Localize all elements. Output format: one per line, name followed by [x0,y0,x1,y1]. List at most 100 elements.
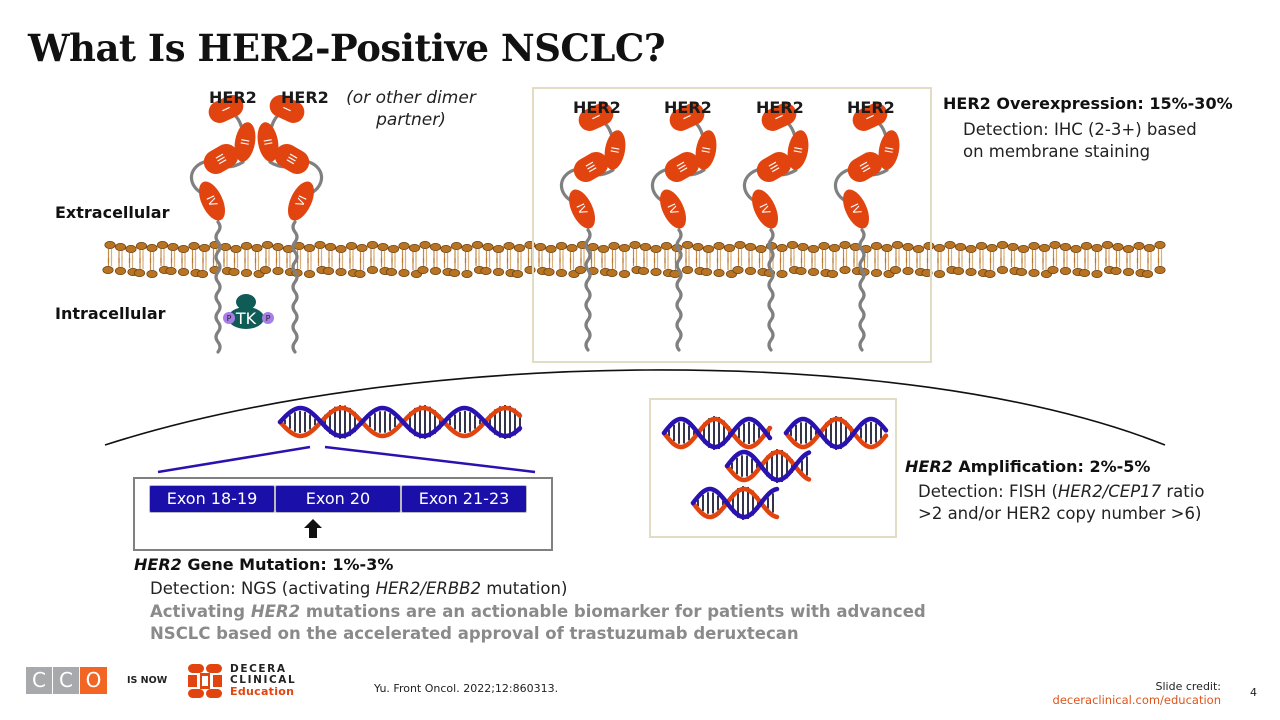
domain-pill [669,103,705,131]
overexpression-detection: Detection: IHC (2-3+) based on membrane … [963,119,1197,163]
mutation-note-gene: HER2 [250,602,301,621]
is-now-label: IS NOW [127,675,168,686]
extracellular-label: Extracellular [55,203,170,222]
lipid-head [385,268,398,276]
lipid-head [954,243,967,251]
lipid-head [933,270,946,278]
lipid-head [1028,242,1040,250]
decera-word-1: DECERA [230,663,287,675]
receptor-label-2: HER2 [664,98,712,117]
amplification-heading-gene: HER2 [905,457,953,476]
domain-III: III [664,152,700,182]
citation: Yu. Front Oncol. 2022;12:860313. [374,682,559,695]
receptor-label-4: HER2 [847,98,895,117]
transmembrane-tail [291,220,299,354]
lipid-head [146,244,158,252]
lipid-head [807,268,820,276]
lipid-head [471,241,484,249]
lipid-head [797,243,809,251]
domain-pill [756,152,792,182]
transmembrane-tail [767,228,775,352]
domain-pill [274,144,310,174]
mutation-note-line1: Activating HER2 mutations are an actiona… [150,601,926,623]
amplification-box [649,398,897,538]
lipid-head [251,244,263,252]
cco-logo: C C O [26,667,107,694]
lipid-head [650,245,662,253]
lipid-head [870,242,883,250]
lipid-head [839,241,851,249]
dna-helix [277,405,523,439]
lipid-head [952,267,965,275]
slide-credit-link[interactable]: deceraclinical.com/education [1052,693,1221,707]
lipid-head [755,245,767,253]
domain-pill [203,144,239,174]
lipid-head [480,267,492,275]
lipid-head [1047,266,1059,274]
decera-word-3: Education [230,685,295,698]
slide-credit-label: Slide credit: [1155,680,1222,693]
lipid-head [335,268,347,276]
lipid-head [408,244,421,252]
lipid-head [534,243,547,251]
mutation-note-rest: mutations are an actionable biomarker fo… [300,602,926,621]
lipid-head [1059,243,1072,251]
domain-IV: IV [198,181,226,221]
domain-II: II [695,130,717,170]
nucleus-arc [104,369,1166,446]
lipid-head [387,245,400,253]
domain-II: II [878,130,900,170]
lipid-head [450,242,463,250]
lipid-head [125,245,137,253]
domain-numeral: I [281,105,294,113]
lipid-head [639,243,652,251]
lipid-head [429,243,442,251]
domain-pill [234,122,256,162]
domain-pill [664,152,700,182]
lipid-head [1007,243,1019,251]
domain-II: II [257,122,279,162]
dna-helix [690,486,780,520]
dna-strand-blue [724,449,812,483]
lipid-head [196,270,209,278]
lipid-head [996,241,1009,249]
lipid-head [1070,245,1082,253]
lipid-head [345,242,358,250]
dna-helix [724,449,812,483]
domain-numeral: II [882,146,896,155]
lipid-head [965,268,977,276]
domain-IV: IV [287,181,315,221]
phospho-left [223,312,235,324]
zoom-line-left [157,445,311,474]
lipid-head [1078,269,1091,277]
lipid-head [1049,241,1061,249]
kinase-label: TK [235,309,257,328]
amplification-detection-line1: Detection: FISH (HER2/CEP17 ratio [918,481,1204,503]
domain-pill [659,189,687,229]
lipid-head [1015,268,1028,276]
dimer-her2-left-label: HER2 [209,88,257,107]
amplification-detection-prefix: Detection: FISH ( [918,482,1058,501]
lipid-head [1028,269,1040,277]
lipid-head [188,242,200,250]
domain-numeral: II [608,146,622,155]
domain-pill [578,103,614,131]
amplification-detection-line2: >2 and/or HER2 copy number >6) [918,504,1202,523]
lipid-head [366,241,379,249]
lipid-head [1059,267,1072,275]
up-arrow-icon [304,519,322,538]
lipid-head [637,267,650,275]
lipid-head [259,266,272,274]
dna-helix [661,416,773,450]
lipid-head [335,245,347,253]
lipid-head [240,242,253,250]
domain-pill [878,130,900,170]
lipid-head [261,241,274,249]
lipid-head [429,267,442,275]
lipid-head [912,245,925,253]
domain-II: II [787,130,809,170]
